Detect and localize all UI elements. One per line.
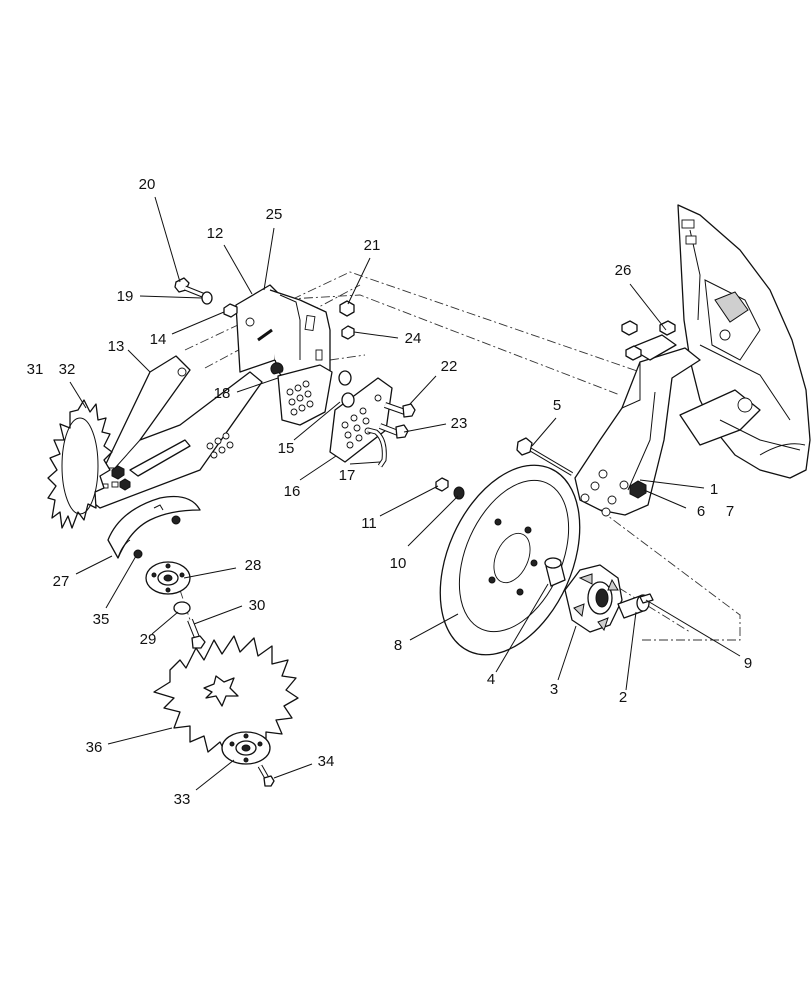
callout-28: 28 [245,557,262,574]
callout-24: 24 [405,330,422,347]
gauge-adjust-plate [329,377,393,463]
callout-14: 14 [150,331,167,348]
callout-3: 3 [550,681,558,698]
closing-wheel-lower-hub [221,731,271,765]
callout-2: 2 [619,689,627,706]
bolt-20-washer-19 [174,277,213,305]
shank-arm [574,334,701,517]
callout-33: 33 [174,791,191,808]
callout-15: 15 [278,440,295,457]
callout-30: 30 [249,597,266,614]
callout-35: 35 [93,611,110,628]
callout-23: 23 [451,415,468,432]
bushing-upper [338,370,352,386]
callout-32: 32 [59,361,76,378]
washer-29 [173,601,191,615]
callout-8: 8 [394,637,402,654]
callout-10: 10 [390,555,407,572]
callout-21: 21 [364,237,381,254]
callout-18: 18 [214,385,231,402]
nut-14 [223,303,238,318]
bolt-30 [187,618,206,649]
callout-12: 12 [207,225,224,242]
nut-21 [339,300,355,317]
callout-22: 22 [441,358,458,375]
callout-17: 17 [339,467,356,484]
hub-cap-bolt [617,593,654,619]
callout-1: 1 [710,481,718,498]
callout-25: 25 [266,206,283,223]
bolts-22-23 [378,402,416,439]
callout-20: 20 [139,176,156,193]
callout-5: 5 [553,397,561,414]
shank-nuts [621,320,676,361]
callout-34: 34 [318,753,335,770]
nut-24 [341,325,355,340]
pivot-nut [629,480,647,499]
bushing-lower [341,392,355,408]
callout-26: 26 [615,262,632,279]
callout-leaders [69,196,741,791]
callout-16: 16 [284,483,301,500]
washer-10 [453,486,465,500]
hub-spacer [544,557,566,587]
closing-wheel-arm [84,355,263,509]
callout-7: 7 [726,503,734,520]
mounting-bracket [235,284,331,389]
nut-11 [435,477,449,492]
callout-27: 27 [53,573,70,590]
callout-11: 11 [361,515,377,532]
callout-19: 19 [117,288,134,305]
scraper-shield [107,495,201,559]
callout-31: 31 [27,361,44,378]
spiked-closing-wheel-edge [47,399,113,529]
spiked-closing-wheel-face [153,635,299,759]
callout-36: 36 [86,739,103,756]
planter-frame-assembly [677,204,811,479]
callout-6: 6 [697,503,705,520]
bolt-34 [257,764,275,787]
pivot-bolt [516,437,574,476]
closing-wheel-hub [145,561,191,595]
adjustment-plate [270,362,333,426]
callout-9: 9 [744,655,752,672]
wheel-hub [564,564,623,633]
callout-4: 4 [487,671,495,688]
callout-13: 13 [108,338,125,355]
disc-blade [439,464,581,656]
callout-labels: 20 25 12 21 19 14 24 13 26 31 32 18 22 5… [27,176,753,808]
callout-29: 29 [140,631,157,648]
